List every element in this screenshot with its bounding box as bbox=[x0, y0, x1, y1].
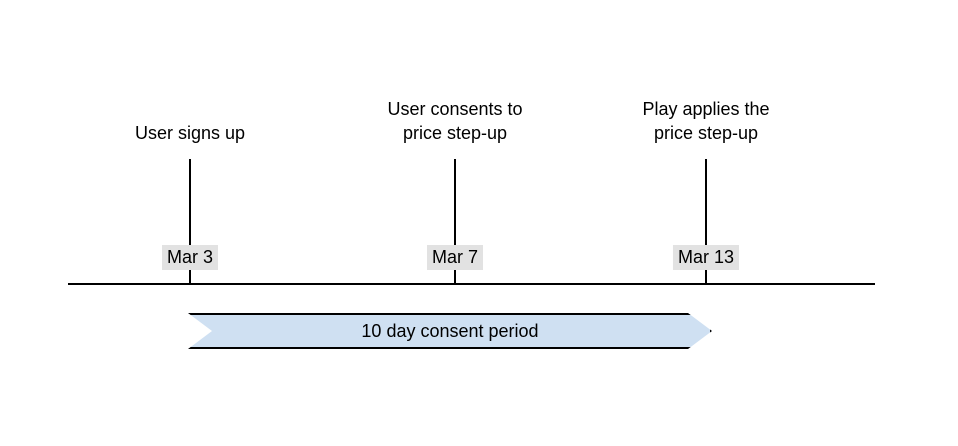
event-label-line: Play applies the bbox=[642, 99, 770, 119]
consent-period-label: 10 day consent period bbox=[361, 321, 539, 341]
event-label-line: price step-up bbox=[402, 123, 508, 143]
event-label-line: User signs up bbox=[134, 123, 246, 143]
event-label-line: price step-up bbox=[653, 123, 759, 143]
event-date-consent: Mar 7 bbox=[426, 245, 484, 270]
event-date-apply: Mar 13 bbox=[672, 245, 740, 270]
event-tick-consent bbox=[454, 159, 456, 283]
event-label-line: User consents to bbox=[387, 99, 523, 119]
event-label-signup: User signs up bbox=[135, 121, 245, 145]
event-tick-signup bbox=[189, 159, 191, 283]
timeline-axis bbox=[68, 283, 875, 285]
event-label-apply: Play applies the price step-up bbox=[642, 97, 769, 145]
event-label-consent: User consents to price step-up bbox=[387, 97, 522, 145]
event-tick-apply bbox=[705, 159, 707, 283]
consent-period-banner: 10 day consent period bbox=[188, 313, 712, 349]
event-date-signup: Mar 3 bbox=[161, 245, 219, 270]
